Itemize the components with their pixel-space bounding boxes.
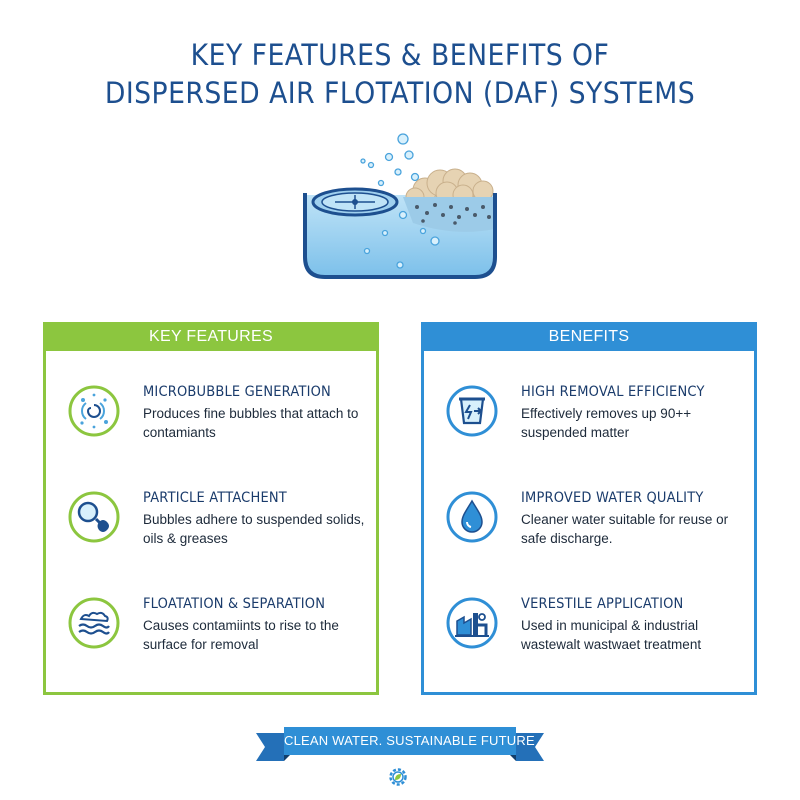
benefit-title: VERESTILE APPLICATION bbox=[521, 596, 684, 612]
footer-ribbon bbox=[256, 727, 544, 761]
daf-tank-icon bbox=[303, 133, 497, 279]
page-title: KEY FEATURES & BENEFITS OF DISPERSED AIR… bbox=[32, 36, 768, 112]
floatation-icon bbox=[68, 597, 120, 649]
feature-item: PARTICLE ATTACHENT Bubbles adhere to sus… bbox=[66, 489, 366, 559]
feature-desc: Causes contamiints to rise to the surfac… bbox=[143, 618, 339, 652]
features-header: KEY FEATURES bbox=[43, 322, 379, 351]
feature-desc: Produces fine bubbles that attach to con… bbox=[143, 406, 359, 440]
feature-desc: Bubbles adhere to suspended solids, oils… bbox=[143, 512, 365, 546]
title-line-1: KEY FEATURES & BENEFITS OF bbox=[190, 38, 610, 72]
industrial-plant-icon bbox=[446, 597, 498, 649]
feature-item: FLOATATION & SEPARATION Causes contamiin… bbox=[66, 595, 366, 665]
feature-title: PARTICLE ATTACHENT bbox=[143, 490, 287, 506]
particle-attachment-icon bbox=[68, 491, 120, 543]
feature-title: MICROBUBBLE GENERATION bbox=[143, 384, 331, 400]
eco-gear-icon bbox=[389, 768, 407, 786]
benefits-panel: BENEFITS HIGH REMOVAL EFFICIENCY Effecti… bbox=[421, 322, 757, 695]
microbubble-icon bbox=[68, 385, 120, 437]
benefit-item: IMPROVED WATER QUALITY Cleaner water sui… bbox=[444, 489, 744, 559]
benefit-title: IMPROVED WATER QUALITY bbox=[521, 490, 704, 506]
benefit-desc: Used in municipal & industrial wastewalt… bbox=[521, 618, 702, 652]
benefit-item: HIGH REMOVAL EFFICIENCY Effectively remo… bbox=[444, 383, 744, 453]
water-drop-icon bbox=[446, 491, 498, 543]
title-line-2: DISPERSED AIR FLOTATION (DAF) SYSTEMS bbox=[104, 76, 696, 110]
footer-slogan: CLEAN WATER. SUSTAINABLE FUTURE bbox=[284, 733, 535, 748]
benefit-desc: Effectively removes up 90++ suspended ma… bbox=[521, 406, 692, 440]
key-features-panel: KEY FEATURES MICROBUBBLE GENERATION Prod… bbox=[43, 322, 379, 695]
feature-title: FLOATATION & SEPARATION bbox=[143, 596, 326, 612]
benefit-desc: Cleaner water suitable for reuse or safe… bbox=[521, 512, 729, 546]
benefit-title: HIGH REMOVAL EFFICIENCY bbox=[521, 384, 705, 400]
feature-item: MICROBUBBLE GENERATION Produces fine bub… bbox=[66, 383, 366, 453]
removal-efficiency-icon bbox=[446, 385, 498, 437]
benefit-item: VERESTILE APPLICATION Used in municipal … bbox=[444, 595, 744, 665]
benefits-header: BENEFITS bbox=[421, 322, 757, 351]
